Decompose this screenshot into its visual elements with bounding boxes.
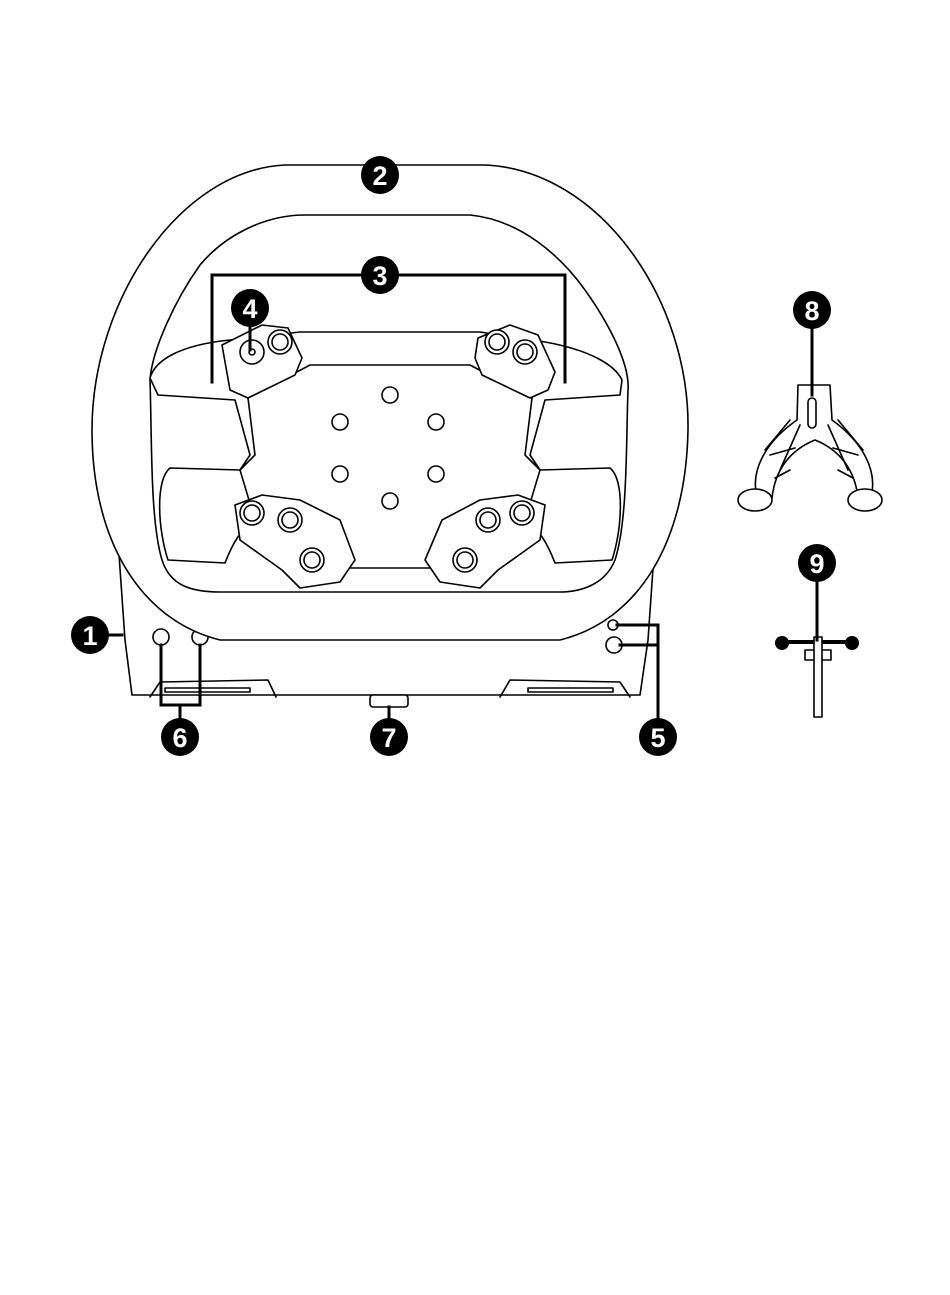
callout-number: 8 [804, 296, 819, 326]
bottom-connector [370, 695, 408, 707]
callout-badge-3: 3 [361, 256, 399, 294]
callout-badge-8: 8 [793, 291, 831, 329]
callout-number: 1 [82, 621, 97, 651]
callout-number: 6 [172, 723, 187, 753]
stand-foot-right [848, 489, 882, 511]
callout-badge-9: 9 [798, 544, 836, 582]
callout-badge-6: 6 [161, 718, 199, 756]
callout-badge-2: 2 [361, 156, 399, 194]
callout-badge-4: 4 [231, 289, 269, 327]
callout-badge-5: 5 [639, 718, 677, 756]
accessory-screw [775, 636, 859, 717]
callout-badge-1: 1 [71, 616, 109, 654]
callout-number: 3 [372, 261, 387, 291]
left-port-1 [153, 629, 169, 645]
callout-number: 2 [372, 161, 387, 191]
callout-number: 4 [242, 294, 257, 324]
accessory-stand [738, 385, 882, 511]
stand-foot-left [738, 489, 772, 511]
button-ul-1 [240, 340, 264, 364]
callout-number: 9 [809, 549, 824, 579]
callout-number: 5 [650, 723, 665, 753]
callout-badge-7: 7 [370, 718, 408, 756]
callout-number: 7 [381, 723, 396, 753]
